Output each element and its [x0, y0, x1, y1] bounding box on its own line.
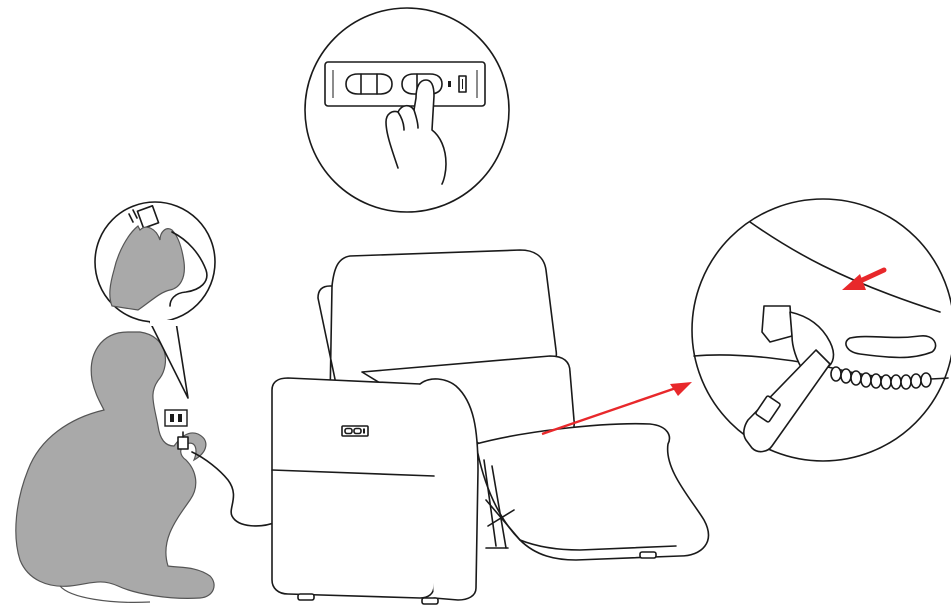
callout-joint-mask: [150, 320, 178, 326]
button-panel-callout: [305, 8, 509, 212]
chair-foot: [640, 552, 656, 558]
power-cable: [192, 452, 276, 526]
zipper-slider: [762, 306, 792, 342]
zipper-callout: [692, 199, 951, 461]
outlet-plate: [165, 410, 187, 426]
chair-foot: [422, 598, 438, 604]
chair-foot: [298, 594, 314, 600]
chair-footrest: [476, 424, 708, 560]
power-plug-icon: [178, 437, 188, 449]
chair-armrest: [272, 378, 436, 598]
control-button-panel-icon: [342, 426, 368, 436]
recliner-chair-illustration: [272, 250, 708, 604]
chair-usb: [363, 429, 365, 434]
outlet-slot-left: [170, 414, 174, 422]
chair-button: [354, 429, 361, 434]
zipper-top-teeth: [846, 336, 936, 358]
recline-button-icon: [346, 74, 392, 94]
indicator-light-icon: [448, 81, 451, 87]
power-outlet-icon: [165, 410, 187, 426]
outlet-slot-right: [178, 414, 182, 422]
chair-button: [345, 429, 352, 434]
